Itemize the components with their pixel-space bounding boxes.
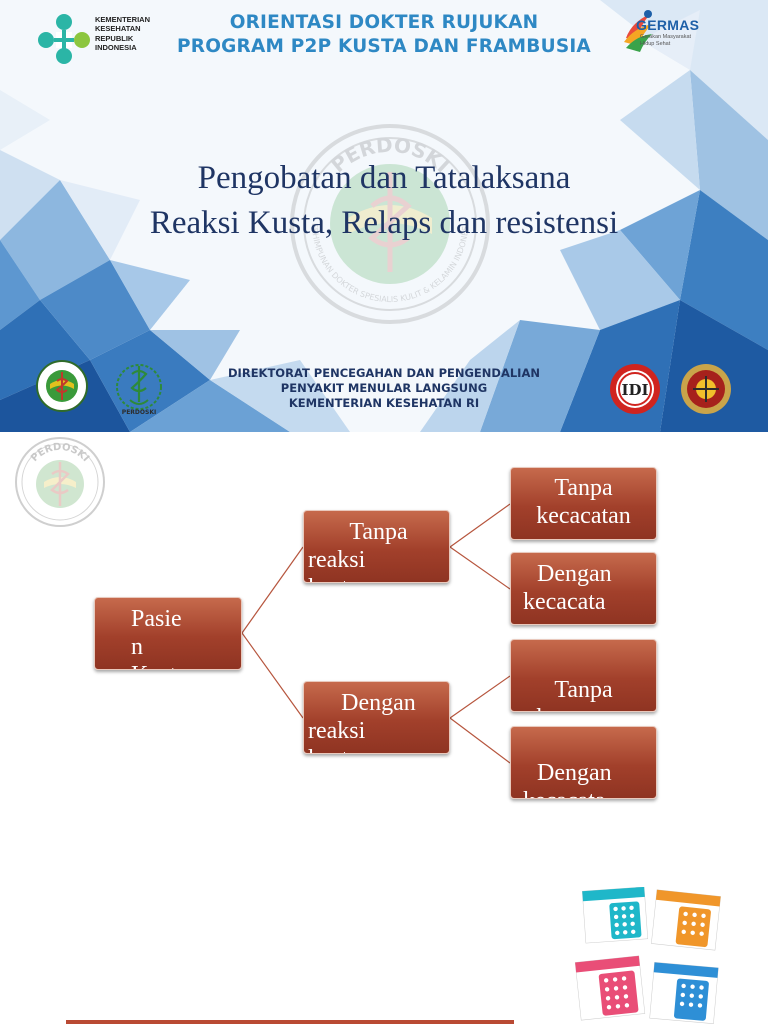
mdt-blister-pack-image [574, 887, 721, 1024]
node-text: kecacata [523, 589, 606, 615]
kemenkes-text: KEMENTERIAN KESEHATAN REPUBLIK INDONESIA [95, 15, 150, 52]
node-text: n [131, 634, 143, 660]
node-text: Dengan [537, 760, 612, 786]
kemenkes-line: KEMENTERIAN [95, 15, 151, 24]
node-text: reaksi [308, 718, 366, 744]
diagram-slide: PERDOSKI Pasie n Kusta Tanpa reaksi kust… [0, 432, 768, 1024]
germas-logo-icon [624, 10, 652, 52]
blister-card-orange [651, 889, 721, 951]
header-title-line1: ORIENTASI DOKTER RUJUKAN [229, 12, 539, 33]
node-text: Pasie [131, 606, 182, 632]
node-text: Tanpa [349, 519, 408, 545]
node-tanpa-kecacatan-1: Tanpa kecacatan [510, 467, 657, 540]
kemenkes-line: KESEHATAN [95, 24, 141, 34]
node-text: reaksi [308, 547, 366, 573]
footer-line1: DIREKTORAT PENCEGAHAN DAN PENGENDALIAN [228, 366, 540, 380]
node-text: Dengan [341, 690, 416, 716]
node-dengan-reaksi-kusta: Dengan reaksi kusta [303, 681, 450, 754]
node-text: Tanpa [554, 475, 613, 501]
kemenkes-line: REPUBLIK [95, 33, 134, 43]
connector-line [449, 675, 511, 719]
connector-line [449, 503, 511, 548]
perdoski-watermark-icon: PERDOSKI PERHIMPUNAN DOKTER SPESIALIS KU… [288, 122, 490, 324]
main-title-line1: Pengobatan dan Tatalaksana [197, 160, 571, 196]
node-text: kecacatan [511, 704, 656, 711]
header-title-line2: PROGRAM P2P KUSTA DAN FRAMBUSIA [177, 36, 591, 57]
blister-card-blue [649, 962, 719, 1024]
perdoski-watermark-small-icon: PERDOSKI [15, 437, 105, 527]
blister-card-cyan [581, 887, 649, 944]
node-pasien-kusta: Pasie n Kusta [94, 597, 242, 670]
node-tanpa-kecacatan-2: Tanpa kecacatan [510, 639, 657, 712]
node-text: Tanpa [554, 677, 613, 703]
perdoski-emblem-icon: PERDOSKI [116, 364, 162, 416]
idi-logo-icon: IDI [610, 364, 660, 414]
germas-subtitle: Gerakan Masyarakat Hidup Sehat [640, 34, 692, 47]
kemenkes-logo-icon [38, 14, 90, 64]
blister-card-pink [574, 955, 646, 1021]
tree-connectors [241, 503, 511, 764]
node-text: kusta [308, 745, 449, 753]
connector-line [241, 546, 304, 634]
main-title-line2: Reaksi Kusta, Relaps dan resistensi [149, 205, 619, 241]
node-dengan-kecacatan-2: Dengan kecacata [510, 726, 657, 799]
connector-line [449, 717, 511, 764]
title-slide: KEMENTERIAN KESEHATAN REPUBLIK INDONESIA… [0, 0, 768, 432]
germas-text: GERMAS [636, 17, 700, 33]
node-text: kecacata [523, 787, 656, 798]
perdoski-seal-icon [36, 360, 88, 412]
emblem-label: PERDOSKI [122, 409, 156, 416]
connector-line [241, 632, 304, 719]
node-text: kusta [308, 574, 449, 582]
bottom-accent-bar [66, 1020, 514, 1024]
footer-line2: PENYAKIT MENULAR LANGSUNG [280, 381, 488, 395]
footer-line3: KEMENTERIAN KESEHATAN RI [288, 396, 480, 410]
connector-line [449, 546, 511, 590]
node-text: Dengan [537, 561, 612, 587]
node-tanpa-reaksi-kusta: Tanpa reaksi kusta [303, 510, 450, 583]
node-text: kecacatan [536, 503, 631, 529]
node-dengan-kecacatan-1: Dengan kecacata n [510, 552, 657, 625]
kemenkes-line: INDONESIA [95, 42, 137, 52]
association-seal-icon [681, 364, 731, 414]
node-text: Kusta [131, 661, 241, 669]
idi-label: IDI [621, 381, 648, 399]
node-text: n [523, 616, 656, 624]
